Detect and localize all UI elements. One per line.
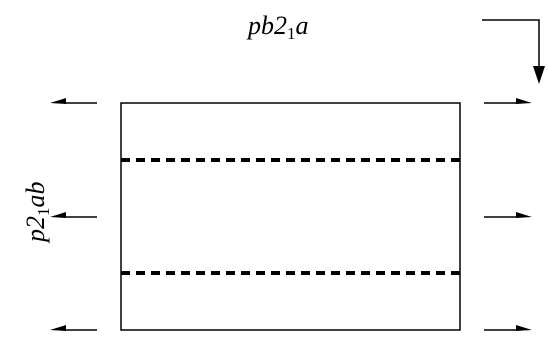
arrow-left-icon	[50, 325, 97, 331]
left-label-sub: 1	[34, 208, 53, 217]
top-label-pre: pb2	[246, 11, 287, 40]
arrow-right-icon	[484, 325, 532, 331]
arrow-left-icon	[50, 98, 97, 104]
top-label-sub: 1	[287, 24, 296, 43]
left-label: p21ab	[21, 182, 53, 245]
top-label-post: a	[296, 11, 309, 40]
unit-cell-rect	[120, 102, 461, 331]
arrow-right-icon	[484, 98, 532, 104]
corner-arrow-down-icon	[482, 19, 545, 84]
left-label-pre: p2	[21, 216, 50, 244]
left-label-post: ab	[21, 182, 50, 208]
top-label: pb21a	[246, 11, 309, 43]
arrow-right-icon	[484, 212, 532, 218]
arrow-left-icon	[50, 212, 97, 218]
